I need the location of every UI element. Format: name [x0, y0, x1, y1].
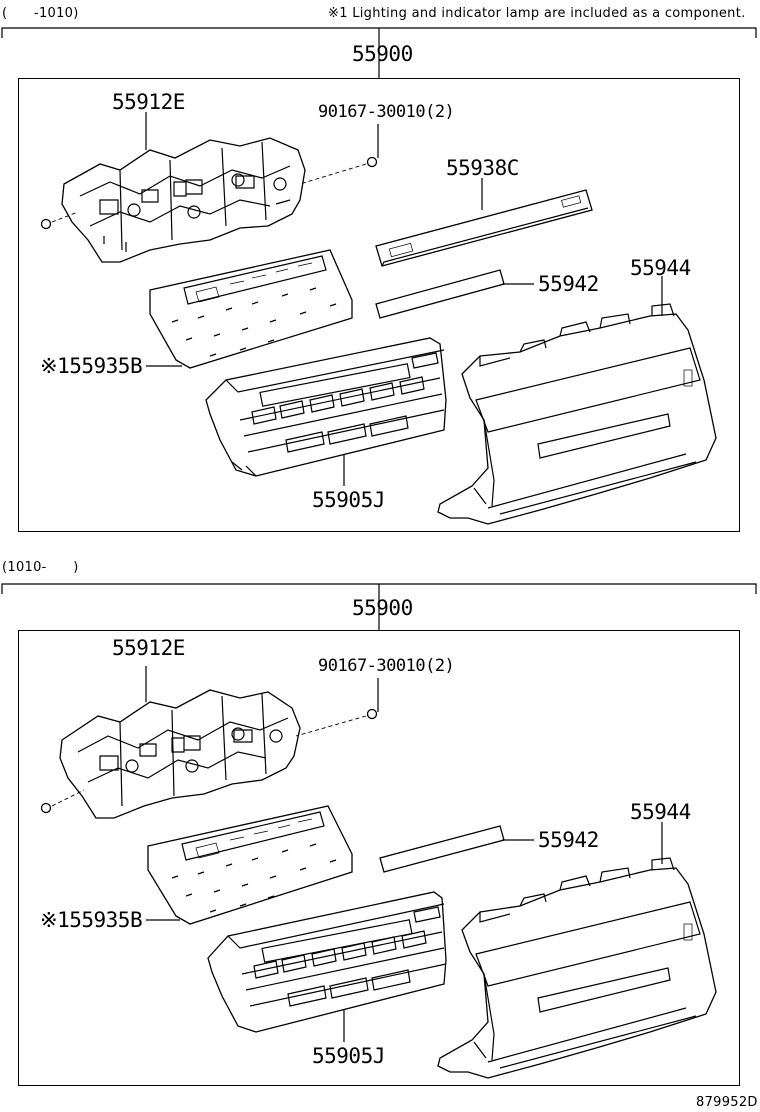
section-bracket-top — [1, 27, 757, 78]
bezel-55944-bottom — [437, 857, 717, 1079]
leaders-bottom — [145, 666, 663, 1042]
part-label-55942-top: 55942 — [538, 272, 599, 296]
drawing-id: 879952D — [696, 1095, 758, 1110]
part-label-55935b-bottom: ※155935B — [40, 908, 143, 932]
section-bracket-bottom — [1, 583, 757, 630]
part-label-55912e-top: 55912E — [112, 90, 185, 114]
part-label-screw-bottom: 90167-30010(2) — [318, 656, 455, 676]
component-note: ※1 Lighting and indicator lamp are inclu… — [328, 6, 746, 21]
screw-bottom-right — [295, 708, 378, 737]
screw-top-right — [299, 156, 378, 185]
bracket-55912e-top — [61, 137, 306, 263]
control-unit-55905j-top — [205, 337, 447, 477]
board-55935b-bottom — [147, 805, 353, 925]
assembly-frame-bottom — [18, 630, 740, 1086]
part-label-55905j-top: 55905J — [312, 488, 385, 512]
bezel-55944-top — [437, 303, 717, 525]
range-label-top: ( -1010) — [2, 6, 79, 21]
range-label-bottom: (1010- ) — [2, 560, 79, 575]
part-label-55942-bottom: 55942 — [538, 828, 599, 852]
part-label-55912e-bottom: 55912E — [112, 636, 185, 660]
control-unit-55905j-bottom — [207, 891, 447, 1033]
screw-bottom-left — [40, 789, 85, 814]
assembly-number-bottom: 55900 — [352, 596, 413, 620]
bracket-55912e-bottom — [59, 689, 301, 819]
part-label-55935b-top: ※155935B — [40, 354, 143, 378]
part-label-55944-top: 55944 — [630, 256, 691, 280]
part-label-55944-bottom: 55944 — [630, 800, 691, 824]
assembly-number-top: 55900 — [352, 42, 413, 66]
part-label-screw-top: 90167-30010(2) — [318, 102, 455, 122]
part-label-55905j-bottom: 55905J — [312, 1044, 385, 1068]
board-55935b-top — [149, 249, 353, 369]
screw-top-left — [40, 211, 79, 230]
panel-55938c — [375, 189, 593, 267]
leaders-top — [145, 112, 663, 486]
part-label-55938c: 55938C — [446, 156, 519, 180]
assembly-frame-top — [18, 78, 740, 532]
